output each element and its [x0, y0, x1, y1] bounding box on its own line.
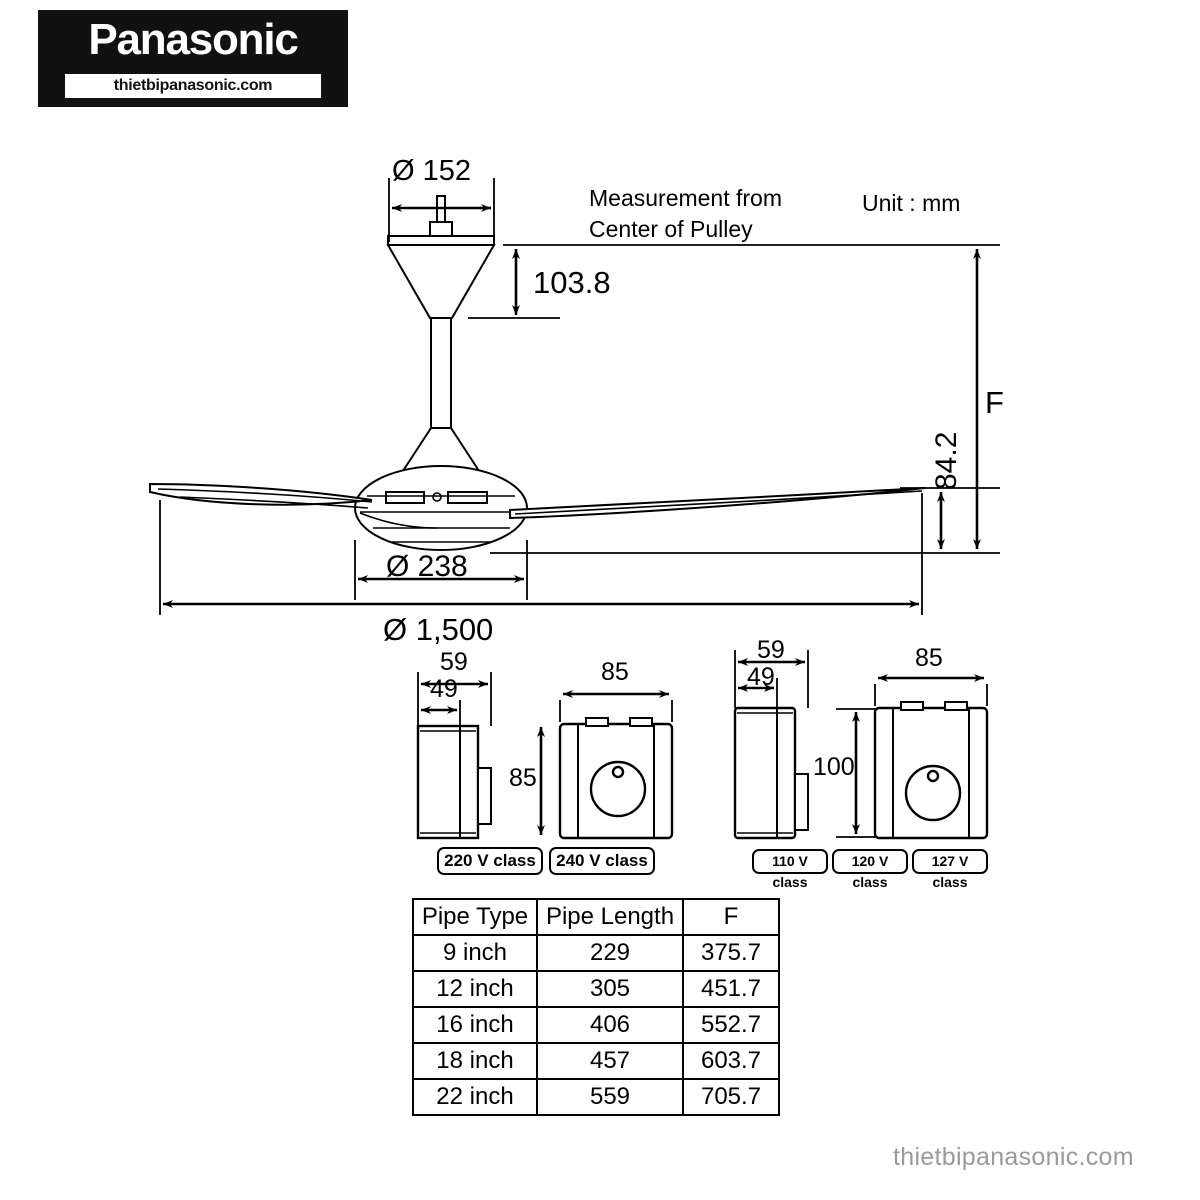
label-left-front-width: 85 [601, 658, 629, 686]
badge-240v-class: 240 V class [549, 847, 655, 875]
badge-220v-class: 220 V class [437, 847, 543, 875]
blade-left-outline [149, 482, 373, 506]
badge-110v-class: 110 V class [752, 849, 828, 890]
label-canopy-diameter: Ø 152 [392, 155, 471, 187]
hanger-pin-collar [429, 221, 453, 237]
cell-pipe-type: 9 inch [412, 934, 538, 972]
control-box-right-front-view [873, 701, 989, 840]
cell-pipe-length: 457 [536, 1042, 684, 1080]
label-right-side-width-inner: 49 [747, 663, 775, 691]
badge-120v-class: 120 V class [832, 849, 908, 890]
cell-pipe-type: 12 inch [412, 970, 538, 1008]
cell-pipe-length: 559 [536, 1078, 684, 1116]
cell-f: 375.7 [682, 934, 780, 972]
table-row: 18 inch 457 603.7 [412, 1042, 780, 1080]
canopy-cap-plate [387, 235, 495, 246]
label-total-drop-F: F [985, 385, 1004, 420]
label-right-front-width: 85 [915, 644, 943, 672]
label-blade-to-ceiling: 84.2 [930, 431, 963, 490]
dimension-arrows [163, 204, 981, 608]
cell-f: 451.7 [682, 970, 780, 1008]
label-blade-span: Ø 1,500 [383, 612, 494, 647]
pipe-specification-table: Pipe Type Pipe Length F 9 inch 229 375.7… [412, 898, 780, 1116]
motor-housing [354, 465, 528, 551]
blade-left-bracket [179, 496, 369, 509]
label-motor-diameter: Ø 238 [386, 550, 468, 583]
table-row: 12 inch 305 451.7 [412, 970, 780, 1008]
table-row: 16 inch 406 552.7 [412, 1006, 780, 1044]
control-box-right-dims [738, 658, 984, 834]
canopy-cone [386, 244, 496, 319]
label-measurement-note-line2: Center of Pulley [589, 216, 753, 242]
table-header-f: F [682, 898, 780, 936]
cell-pipe-type: 22 inch [412, 1078, 538, 1116]
logo-site-text: thietbipanasonic.com [113, 77, 273, 94]
label-right-side-width-outer: 59 [757, 636, 785, 664]
logo-site-box: thietbipanasonic.com [65, 74, 321, 98]
downrod [430, 317, 452, 429]
label-right-front-height: 100 [813, 753, 855, 781]
badge-127v-class: 127 V class [912, 849, 988, 890]
label-measurement-note-line1: Measurement from [589, 185, 783, 211]
cell-f: 552.7 [682, 1006, 780, 1044]
label-left-side-width-outer: 59 [440, 648, 468, 676]
control-box-group-left [416, 672, 674, 840]
control-box-right-side-view [733, 706, 809, 840]
control-box-left-front-view [558, 717, 674, 840]
logo-brand-text: Panasonic [88, 15, 298, 64]
label-canopy-height: 103.8 [533, 265, 611, 300]
cell-f: 603.7 [682, 1042, 780, 1080]
reference-lines [159, 178, 1000, 615]
control-box-left-side-view [416, 724, 492, 840]
table-row: 22 inch 559 705.7 [412, 1078, 780, 1116]
panasonic-logo: Panasonic thietbipanasonic.com [38, 10, 348, 107]
fan-blade-left [149, 482, 373, 509]
cell-pipe-length: 406 [536, 1006, 684, 1044]
control-box-group-right [733, 650, 989, 840]
table-header-row: Pipe Type Pipe Length F [412, 898, 780, 936]
cell-pipe-length: 229 [536, 934, 684, 972]
cell-f: 705.7 [682, 1078, 780, 1116]
table-row: 9 inch 229 375.7 [412, 934, 780, 972]
table-header-pipe-type: Pipe Type [412, 898, 538, 936]
label-left-front-height: 85 [509, 764, 537, 792]
blade-left-edge [157, 488, 373, 503]
control-box-left-ext-lines [417, 672, 673, 726]
control-box-right-ext-lines [734, 650, 988, 838]
table-header-pipe-length: Pipe Length [536, 898, 684, 936]
fan-blade-right [509, 487, 926, 520]
cell-pipe-length: 305 [536, 970, 684, 1008]
label-left-side-width-inner: 49 [430, 675, 458, 703]
site-watermark: thietbipanasonic.com [893, 1143, 1134, 1171]
motor-housing-detail [359, 491, 522, 543]
cell-pipe-type: 16 inch [412, 1006, 538, 1044]
blade-right-edge [514, 490, 923, 515]
ceiling-fan-body [354, 195, 528, 551]
label-unit: Unit : mm [862, 190, 961, 216]
control-box-left-dims [421, 680, 669, 835]
cell-pipe-type: 18 inch [412, 1042, 538, 1080]
